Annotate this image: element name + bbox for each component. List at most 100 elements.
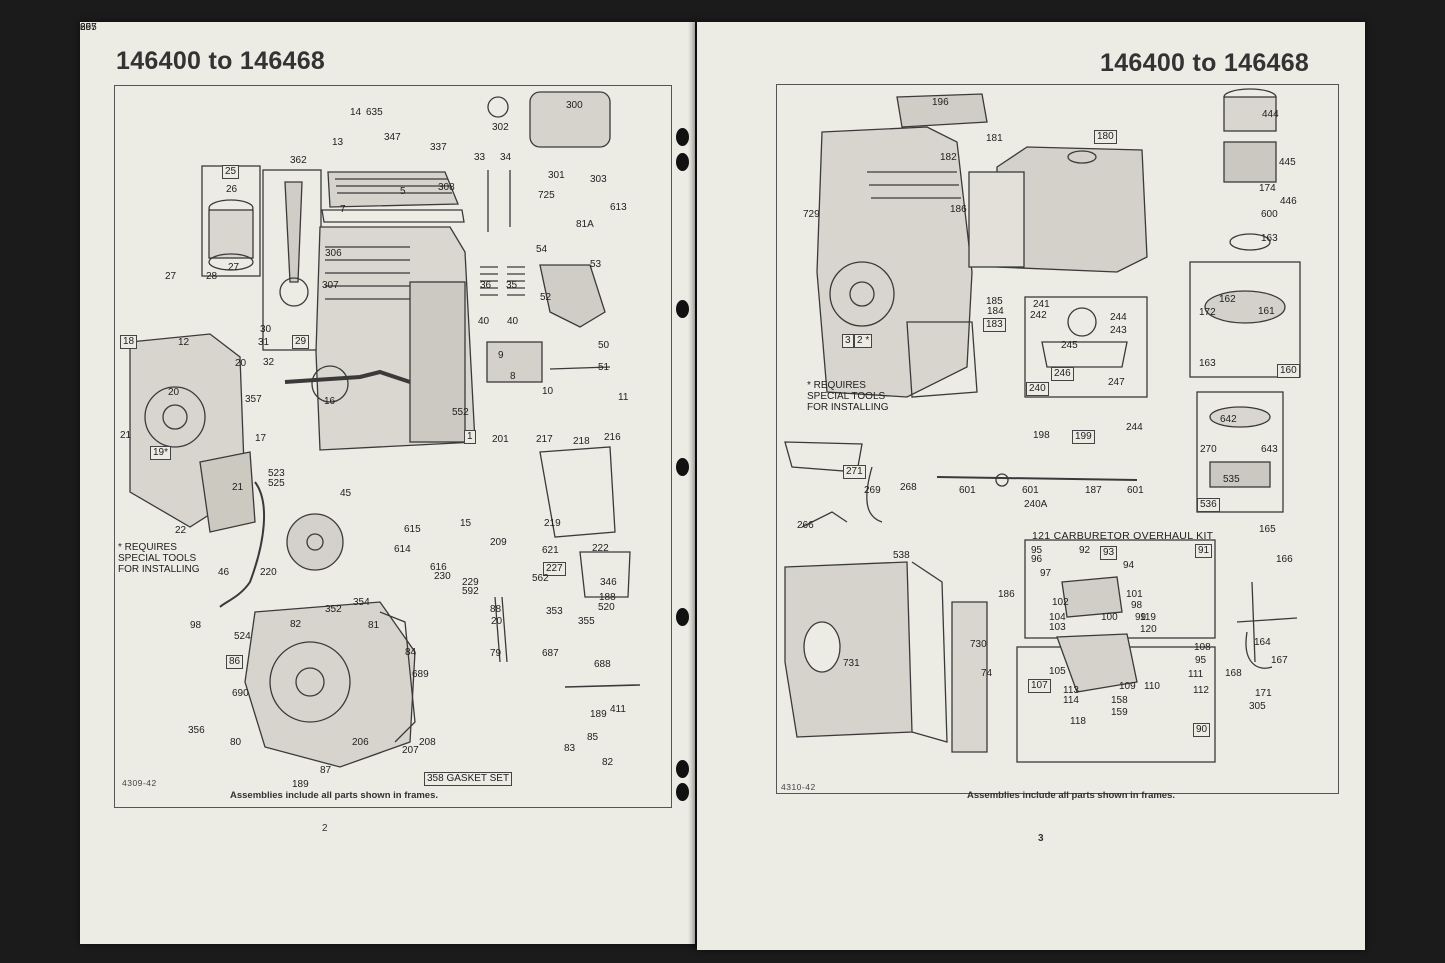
binder-hole <box>676 783 689 801</box>
left-part-label: 524 <box>234 631 251 642</box>
left-part-label: 84 <box>405 647 417 658</box>
right-part-label: 104 <box>1049 612 1066 623</box>
left-part-label: 523 <box>268 468 285 479</box>
frame-label-91: 91 <box>1195 544 1213 558</box>
frame-label-160: 160 <box>1277 364 1300 378</box>
left-part-label: 525 <box>268 478 285 489</box>
right-part-label: 92 <box>1079 545 1091 556</box>
left-part-label: 27 <box>228 262 240 273</box>
left-part-label: 54 <box>536 244 548 255</box>
left-part-label: 307 <box>322 280 339 291</box>
right-part-label: 643 <box>1261 444 1278 455</box>
right-part-label: 305 <box>1249 701 1266 712</box>
left-part-label: 189 <box>292 779 309 790</box>
right-part-label: 110 <box>1144 681 1160 692</box>
right-part-label: 113 <box>1063 685 1079 696</box>
left-part-label: 87 <box>320 765 332 776</box>
right-part-label: 184 <box>987 306 1004 317</box>
left-part-label: 9 <box>498 350 504 361</box>
left-part-label: 8 <box>510 371 516 382</box>
left-part-label: 88 <box>490 604 502 615</box>
left-part-label: 7 <box>340 204 346 215</box>
left-part-label: 689 <box>412 669 429 680</box>
left-part-label: 592 <box>462 586 479 597</box>
right-part-label: 99 <box>1135 612 1147 623</box>
frame-label-271: 271 <box>843 465 866 479</box>
left-page-number: 2 <box>322 823 328 834</box>
right-part-label: 242 <box>1030 310 1047 321</box>
left-part-label: 20 <box>235 358 247 369</box>
left-part-label: 45 <box>340 488 352 499</box>
left-diagram-frame <box>114 85 672 808</box>
right-part-label: 731 <box>843 658 860 669</box>
left-part-label: 53 <box>590 259 602 270</box>
right-part-label: 100 <box>1101 612 1118 623</box>
left-part-label: 12 <box>178 337 190 348</box>
frame-label-93: 93 <box>1100 546 1118 560</box>
frame-label-183: 183 <box>983 318 1006 332</box>
left-part-label: 80 <box>230 737 242 748</box>
right-part-label: 444 <box>1262 109 1279 120</box>
left-part-label: 562 <box>532 573 549 584</box>
right-part-label: 101 <box>1126 589 1143 600</box>
right-page: 146400 to 146468 <box>697 22 1365 950</box>
frame-label-107: 107 <box>1028 679 1051 693</box>
right-part-label: 269 <box>864 485 881 496</box>
frame-label-199: 199 <box>1072 430 1095 444</box>
right-part-label: 182 <box>940 152 957 163</box>
left-part-label: 362 <box>290 155 307 166</box>
left-part-label: 690 <box>232 688 249 699</box>
left-caption: Assemblies include all parts shown in fr… <box>230 790 439 801</box>
left-part-label: 5 <box>400 186 406 197</box>
right-part-label: 167 <box>1271 655 1288 666</box>
right-part-label: 166 <box>1276 554 1293 565</box>
left-part-label: 209 <box>490 537 507 548</box>
left-part-label: 352 <box>325 604 342 615</box>
left-part-label: 20 <box>168 387 180 398</box>
right-part-label: 103 <box>1049 622 1066 633</box>
left-part-label: 552 <box>452 407 469 418</box>
right-part-label: 165 <box>1259 524 1276 535</box>
right-part-label: 266 <box>797 520 814 531</box>
left-part-label: 621 <box>542 545 559 556</box>
carburetor-kit-title: 121 CARBURETOR OVERHAUL KIT <box>1032 530 1214 542</box>
right-page-title: 146400 to 146468 <box>1100 49 1310 77</box>
left-part-label: 217 <box>536 434 553 445</box>
left-part-label: 189 <box>590 709 607 720</box>
right-diagram-frame <box>776 84 1339 794</box>
left-page: 146400 to 146468 <box>80 22 695 944</box>
left-part-label: 98 <box>190 620 202 631</box>
left-part-label: 218 <box>573 436 590 447</box>
right-part-label: 244 <box>1126 422 1143 433</box>
left-part-label: 51 <box>598 362 610 373</box>
right-part-label: 185 <box>986 296 1003 307</box>
left-part-label: 356 <box>188 725 205 736</box>
left-part-label: 50 <box>598 340 610 351</box>
frame-label-29: 29 <box>292 335 310 349</box>
right-figure-code: 4310-42 <box>781 782 816 792</box>
right-part-label: 244 <box>1110 312 1127 323</box>
left-part-label: 27 <box>165 271 177 282</box>
binder-hole <box>676 153 689 171</box>
left-part-label: 81 <box>368 620 380 631</box>
left-part-label: 82 <box>290 619 302 630</box>
right-part-label: 98 <box>1131 600 1143 611</box>
left-part-label: 725 <box>538 190 555 201</box>
left-page-title: 146400 to 146468 <box>116 47 326 75</box>
right-part-label: 95 <box>1031 545 1043 556</box>
right-part-label: 198 <box>1033 430 1050 441</box>
left-part-label: 355 <box>578 616 595 627</box>
frame-label-536: 536 <box>1197 498 1220 512</box>
right-part-label: 96 <box>1031 554 1043 565</box>
right-part-label: 114 <box>1063 695 1079 706</box>
left-part-label: 353 <box>546 606 563 617</box>
binder-hole <box>676 128 689 146</box>
left-part-label: 615 <box>404 524 421 535</box>
right-part-label: 102 <box>1052 597 1069 608</box>
left-engine-diagram <box>129 91 641 768</box>
left-part-label: 208 <box>419 737 436 748</box>
right-part-label: 445 <box>1279 157 1296 168</box>
right-part-label: 112 <box>1193 685 1209 696</box>
left-part-label: 14 <box>350 107 362 118</box>
left-part-label: 81A <box>576 219 594 230</box>
